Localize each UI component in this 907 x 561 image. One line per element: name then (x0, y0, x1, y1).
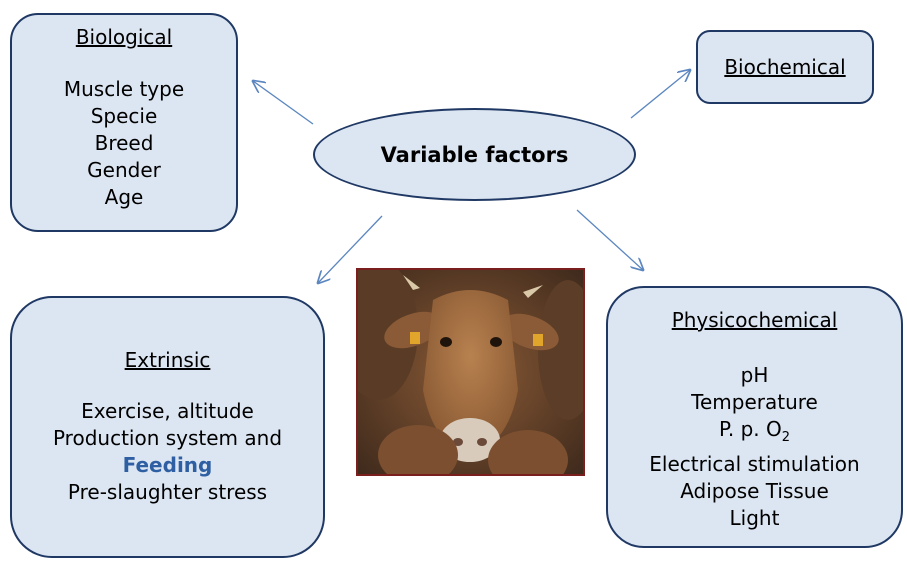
cow-image (358, 270, 583, 474)
biological-item: Specie (90, 104, 158, 128)
extrinsic-feeding-highlight: Feeding (122, 453, 213, 477)
ppo2-subscript: 2 (781, 430, 791, 445)
physicochemical-item: Light (729, 506, 780, 530)
cow-photo (356, 268, 585, 476)
extrinsic-box: Extrinsic Exercise, altitude Production … (10, 296, 325, 558)
center-label: Variable factors (380, 142, 569, 167)
biochemical-box: Biochemical (696, 30, 874, 104)
extrinsic-title: Extrinsic (124, 348, 211, 372)
biological-item: Gender (87, 158, 161, 182)
extrinsic-item: Pre-slaughter stress (67, 480, 268, 504)
physicochemical-title: Physicochemical (671, 308, 838, 332)
biological-box: Biological Muscle type Specie Breed Gend… (10, 13, 238, 232)
extrinsic-item: Production system and (52, 426, 283, 450)
biological-item: Breed (94, 131, 154, 155)
physicochemical-item: Adipose Tissue (680, 479, 829, 503)
extrinsic-item: Exercise, altitude (81, 399, 254, 423)
arrow-to-extrinsic (318, 215, 383, 283)
ppo2-prefix: P. p. O (718, 417, 782, 441)
physicochemical-item: Electrical stimulation (649, 452, 860, 476)
variable-factors-ellipse: Variable factors (313, 108, 636, 201)
arrow-to-physicochemical (576, 209, 643, 270)
physicochemical-box: Physicochemical pH Temperature P. p. O2 … (606, 286, 903, 548)
biochemical-title: Biochemical (724, 55, 846, 79)
physicochemical-item: pH (740, 363, 769, 387)
physicochemical-item: Temperature (691, 390, 818, 414)
biological-title: Biological (75, 25, 173, 49)
arrow-to-biochemical (630, 70, 690, 119)
physicochemical-ppo2: P. p. O2 (608, 416, 901, 451)
arrow-to-biological (253, 81, 314, 125)
biological-item: Age (104, 185, 144, 209)
biological-item: Muscle type (63, 77, 185, 101)
